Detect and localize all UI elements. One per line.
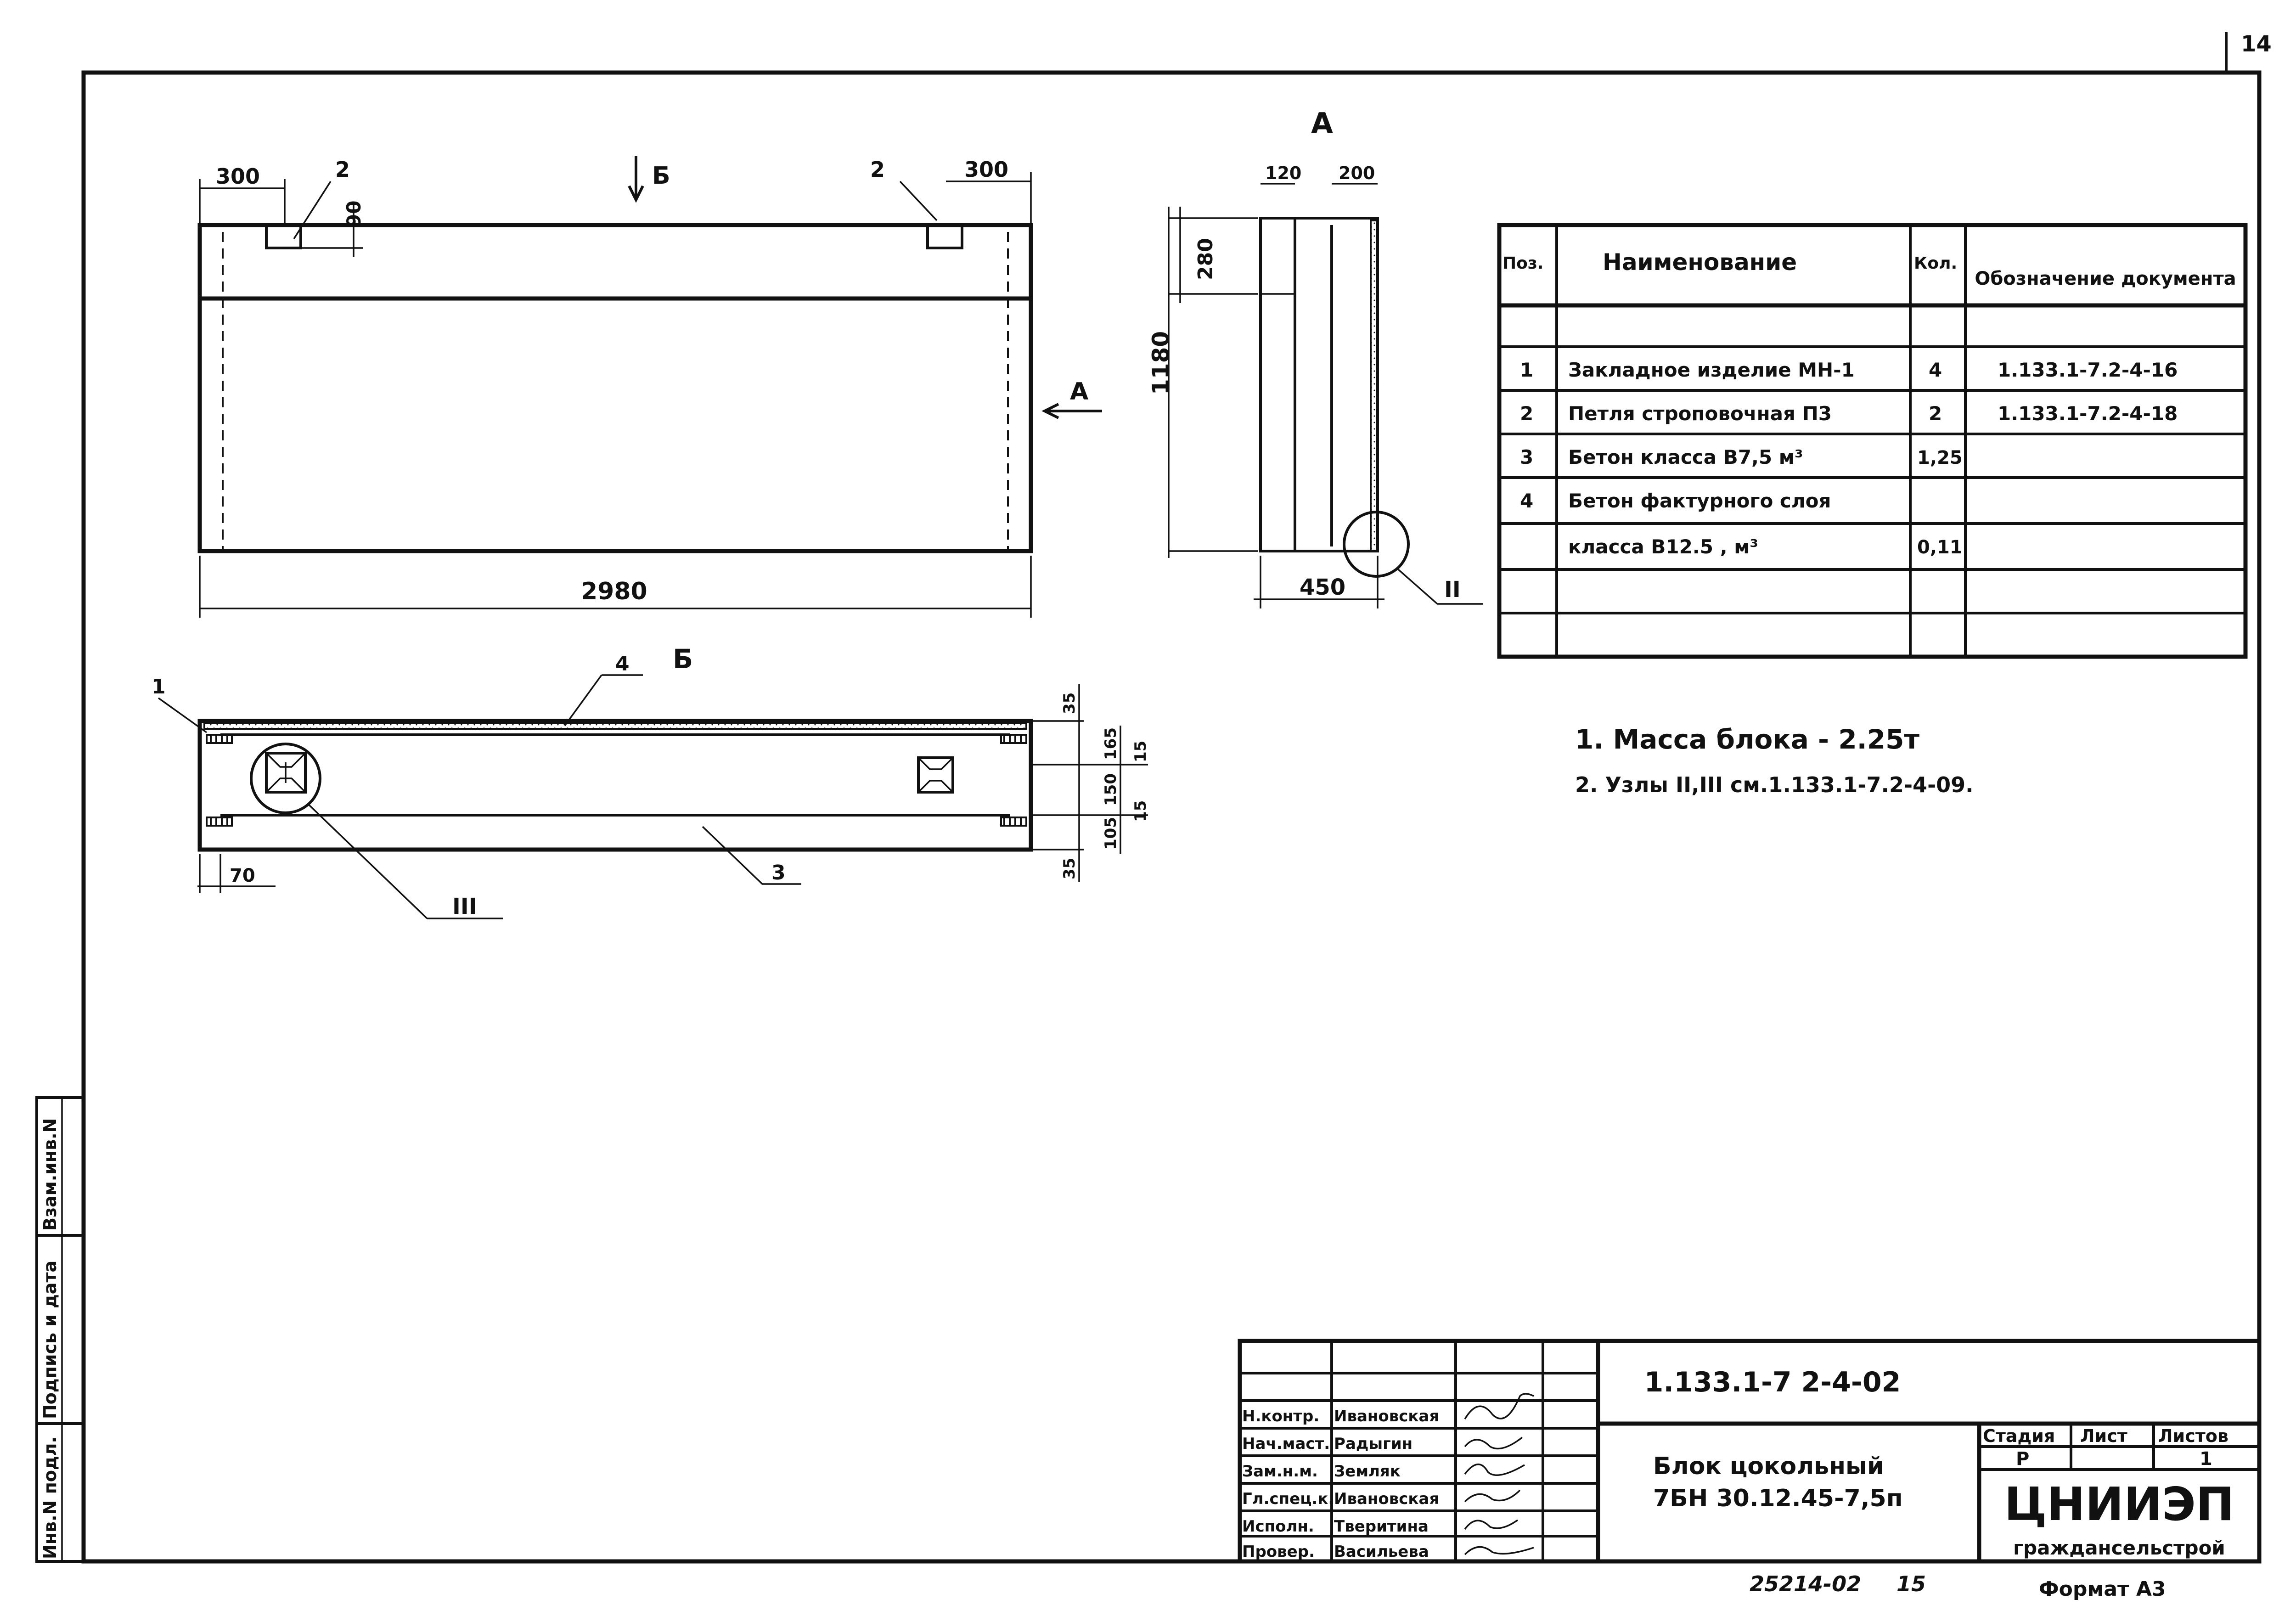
node-iii-circle [250, 743, 321, 814]
dim-2980: 2980 [581, 578, 647, 605]
note-2: 2. Узлы II,III см.1.133.1-7.2-4-09. [1575, 772, 1974, 797]
row5-qty: 0,11 [1917, 537, 1963, 558]
label-1: 1 [152, 675, 166, 698]
stage-value: Р [2016, 1448, 2029, 1470]
signer-name-1: Ивановская [1334, 1407, 1439, 1425]
row2-name: Петля строповочная П3 [1568, 402, 1832, 425]
specification-table: Поз. Наименование Кол. Обозначение докум… [1497, 223, 2248, 659]
row3-name: Бетон класса В7,5 м³ [1568, 446, 1803, 468]
signer-role-3: Зам.н.м. [1242, 1462, 1318, 1481]
footer: 25214-02 15 Формат А3 [1750, 1571, 2166, 1601]
plan-view-b: Б III 1 4 3 70 [152, 643, 1150, 919]
doc-code: 1.133.1-7 2-4-02 [1644, 1366, 1901, 1398]
notes: 1. Масса блока - 2.25т 2. Узлы II,III см… [1575, 724, 1974, 797]
stage-header: Стадия [1983, 1426, 2055, 1446]
dim-200: 200 [1339, 163, 1375, 183]
signer-name-5: Тверитина [1334, 1517, 1429, 1536]
node-ii-label: II [1444, 577, 1461, 603]
row1-name: Закладное изделие МН-1 [1568, 359, 1855, 381]
label-loop-right: 2 [870, 157, 885, 182]
title-block: Н.контр. Ивановская Нач.маст. Радыгин За… [1238, 1339, 2262, 1564]
embedded-plate-right [917, 756, 954, 794]
lifting-loop-right [926, 225, 963, 249]
page-number: 14 [2241, 31, 2272, 57]
signer-name-6: Васильева [1334, 1543, 1429, 1561]
sheets-header: Листов [2158, 1426, 2228, 1446]
sheet-header: Лист [2080, 1426, 2127, 1446]
vzam-label: Взам.инв.N [40, 1118, 60, 1231]
signer-name-2: Радыгин [1334, 1435, 1412, 1453]
signatures [1464, 1393, 1534, 1555]
doc-name-line2: 7БН 30.12.45-7,5п [1653, 1485, 1903, 1512]
archive-page: 15 [1896, 1571, 1926, 1596]
header-pos: Поз. [1503, 254, 1543, 273]
drawing-frame: 14 [81, 31, 2272, 1564]
signer-name-3: Земляк [1334, 1462, 1401, 1481]
label-4: 4 [615, 652, 630, 676]
label-3: 3 [771, 861, 786, 884]
signer-role-4: Гл.спец.к. [1242, 1490, 1334, 1508]
row1-qty: 4 [1929, 359, 1942, 381]
dim-1180: 1180 [1148, 331, 1174, 395]
org-name: ЦНИИЭП [2004, 1477, 2234, 1531]
view-arrow-a: А [1070, 378, 1088, 406]
sheets-value: 1 [2200, 1448, 2212, 1470]
signer-role-1: Н.контр. [1242, 1407, 1319, 1425]
note-1: 1. Масса блока - 2.25т [1575, 724, 1919, 755]
row1-doc: 1.133.1-7.2-4-16 [1998, 359, 2178, 381]
section-arrow-b: Б [652, 162, 670, 190]
row2-doc: 1.133.1-7.2-4-18 [1998, 402, 2178, 425]
dim-90: 90 [343, 201, 365, 227]
dim-70: 70 [230, 865, 255, 886]
node-ii-circle [1343, 511, 1410, 578]
dim-35-top: 35 [1060, 693, 1079, 714]
row4-name: Бетон фактурного слоя [1568, 490, 1831, 512]
inv-podl-label: Инв.N подл. [40, 1436, 60, 1559]
signer-role-5: Исполн. [1242, 1517, 1314, 1536]
row3-qty: 1,25 [1917, 447, 1963, 468]
row1-pos: 1 [1520, 359, 1533, 381]
lifting-loop-left [265, 225, 302, 249]
signer-role-6: Провер. [1242, 1543, 1315, 1561]
row2-pos: 2 [1520, 402, 1533, 425]
view-a-title: А [1311, 107, 1333, 140]
dim-165: 165 [1102, 727, 1120, 760]
row2-qty: 2 [1929, 402, 1942, 425]
podpis-label: Подпись и дата [40, 1261, 60, 1419]
header-name: Наименование [1603, 249, 1797, 276]
label-loop-left: 2 [335, 157, 350, 182]
org-subname: граждансельстрой [2013, 1537, 2225, 1559]
archive-number: 25214-02 [1750, 1571, 1861, 1596]
format-label: Формат А3 [2039, 1577, 2166, 1601]
header-doc: Обозначение документа [1975, 268, 2236, 289]
dim-280: 280 [1194, 238, 1217, 280]
dim-15-top: 15 [1131, 741, 1150, 762]
dim-300-right: 300 [964, 157, 1008, 182]
doc-name-line1: Блок цокольный [1653, 1453, 1884, 1480]
embedded-plate-left [265, 752, 307, 794]
dim-150: 150 [1102, 773, 1120, 806]
row5-name: класса В12.5 , м³ [1568, 535, 1758, 558]
dim-300-left: 300 [216, 164, 260, 189]
header-qty: Кол. [1914, 254, 1957, 273]
left-binding-strip: Инв.N подл. Подпись и дата Взам.инв.N [35, 1096, 85, 1563]
node-iii-label: III [452, 894, 477, 919]
front-view: 300 2 90 300 2 Б А 2980 [197, 156, 1102, 618]
row3-pos: 3 [1520, 446, 1533, 468]
plan-view-title: Б [673, 643, 693, 675]
dim-105: 105 [1102, 817, 1120, 850]
signer-role-2: Нач.маст. [1242, 1435, 1330, 1453]
dim-35-bottom: 35 [1060, 858, 1079, 879]
signer-name-4: Ивановская [1334, 1490, 1439, 1508]
side-view-a: А 120 200 280 1180 450 II [1148, 107, 1483, 608]
dim-450: 450 [1300, 574, 1345, 600]
row4-pos: 4 [1520, 490, 1533, 512]
dim-120: 120 [1265, 163, 1301, 183]
dim-15-bottom: 15 [1131, 800, 1150, 822]
